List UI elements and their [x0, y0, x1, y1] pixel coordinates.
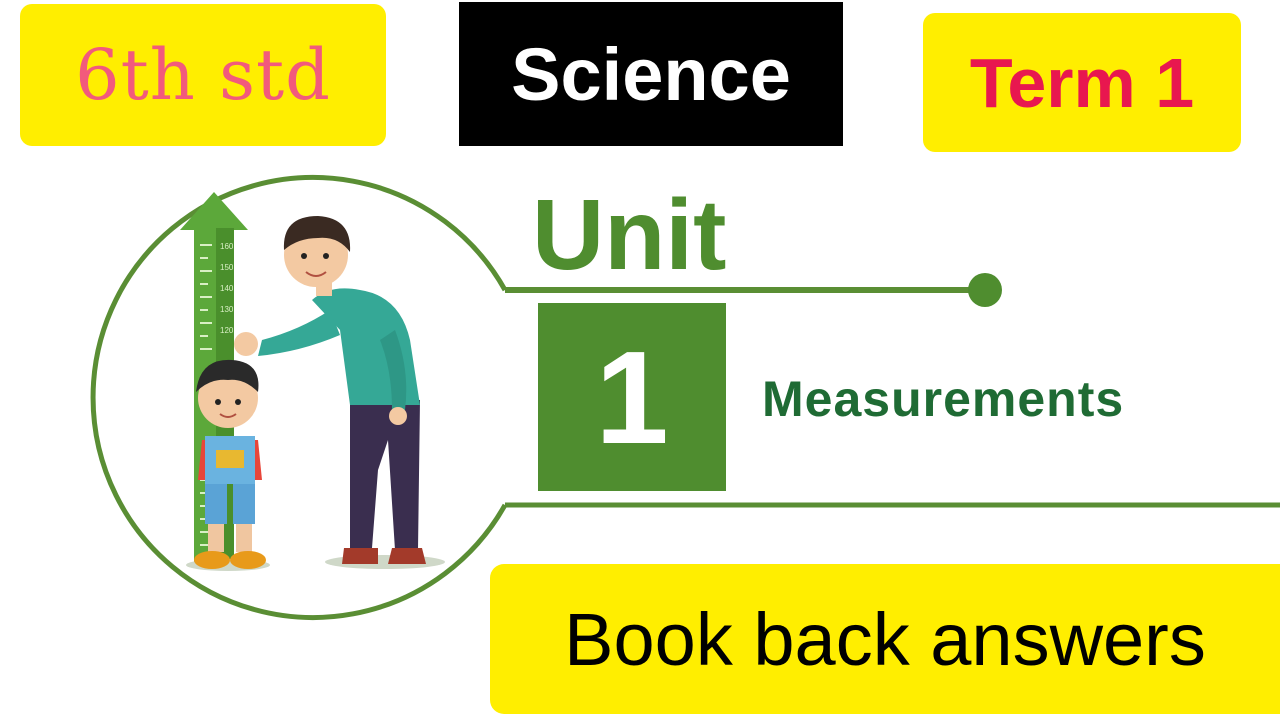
ruler-tick-150: 150 — [220, 263, 234, 272]
frame-circle — [90, 175, 508, 620]
grade-label: 6th std — [75, 34, 331, 116]
grade-badge: 6th std — [20, 4, 386, 146]
ruler-tick-160: 160 — [220, 242, 234, 251]
term-label: Term 1 — [969, 43, 1195, 122]
ruler-tick-130: 130 — [220, 305, 234, 314]
ruler-tick-120: 120 — [220, 326, 234, 335]
subject-badge: Science — [459, 2, 843, 146]
subject-label: Science — [511, 32, 791, 116]
father-figure — [234, 216, 445, 569]
unit-title: Measurements — [762, 371, 1125, 427]
unit-number: 1 — [595, 323, 669, 471]
connector-dot — [968, 273, 1002, 307]
child-figure — [186, 359, 270, 571]
unit-number-box: 1 — [538, 303, 726, 491]
ruler-tick-140: 140 — [220, 284, 234, 293]
term-badge: Term 1 — [923, 13, 1241, 152]
answers-caption: Book back answers — [564, 597, 1206, 681]
answers-banner: Book back answers — [490, 564, 1280, 714]
unit-heading: Unit — [532, 179, 727, 291]
